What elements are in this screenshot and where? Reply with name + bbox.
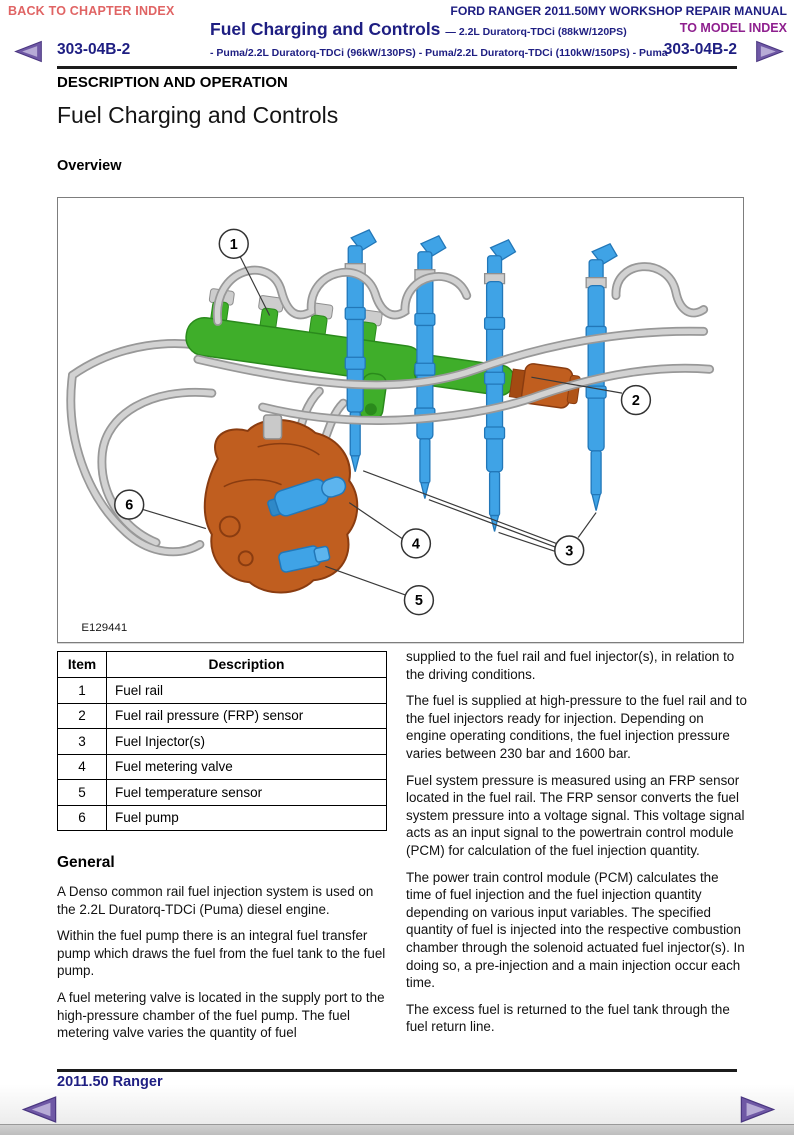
callout-2: 2 (632, 393, 640, 409)
footer-rule (57, 1069, 737, 1072)
paragraph: A Denso common rail fuel injection syste… (57, 884, 374, 917)
item-description: Fuel metering valve (106, 753, 387, 780)
callout-1: 1 (230, 237, 238, 253)
table-row: 1 Fuel rail (57, 677, 387, 704)
item-number: 3 (57, 728, 107, 755)
item-number: 1 (57, 677, 107, 704)
paragraph: Within the fuel pump there is an integra… (57, 928, 386, 979)
paragraph: A fuel metering valve is located in the … (57, 989, 385, 1041)
parts-table: Item Description 1 Fuel rail 2 Fuel rail… (57, 651, 387, 831)
callout-3: 3 (565, 543, 573, 559)
left-column: A Denso common rail fuel injection syste… (57, 883, 391, 1051)
manual-title: FORD RANGER 2011.50MY WORKSHOP REPAIR MA… (450, 4, 787, 18)
right-column: supplied to the fuel rail and fuel injec… (406, 648, 747, 1045)
callout-circles: 1 2 3 4 5 6 (114, 228, 652, 616)
footer-model-year: 2011.50 Ranger (57, 1074, 163, 1090)
next-page-arrow-icon[interactable] (755, 40, 785, 63)
section-title-row: Fuel Charging and Controls — 2.2L Durato… (210, 19, 627, 40)
table-header-item: Item (57, 651, 107, 678)
callout-6: 6 (125, 498, 133, 514)
fuel-pipes-over (193, 262, 715, 425)
fuel-metering-valve-shape (267, 476, 347, 517)
page-code-left: 303-04B-2 (57, 41, 131, 58)
prev-page-arrow-bottom-icon[interactable] (18, 1096, 60, 1123)
next-page-arrow-bottom-icon[interactable] (737, 1096, 779, 1123)
back-to-chapter-index-link[interactable]: BACK TO CHAPTER INDEX (8, 4, 175, 18)
page-title: Fuel Charging and Controls (57, 102, 339, 128)
callout-4: 4 (412, 536, 420, 552)
general-heading: General (57, 854, 115, 871)
figure-label: E129441 (81, 622, 127, 634)
fuel-system-diagram-svg: 1 2 3 4 5 6 E129441 (66, 228, 715, 634)
paragraph: Fuel system pressure is measured using a… (406, 772, 745, 858)
item-description: Fuel temperature sensor (106, 779, 387, 806)
section-subtitle-1: — 2.2L Duratorq-TDCi (88kW/120PS) (445, 26, 627, 38)
item-number: 4 (57, 753, 107, 780)
table-row: 5 Fuel temperature sensor (57, 779, 387, 806)
page-bottom-fade (0, 1058, 794, 1124)
to-model-index-link[interactable]: TO MODEL INDEX (679, 21, 787, 35)
paragraph: supplied to the fuel rail and fuel injec… (406, 649, 735, 682)
item-number: 6 (57, 804, 107, 831)
item-description: Fuel rail (106, 677, 387, 704)
overview-heading: Overview (57, 158, 122, 174)
section-subtitle-2: - Puma/2.2L Duratorq-TDCi (96kW/130PS) -… (210, 47, 668, 59)
fuel-temperature-sensor-shape (278, 545, 331, 573)
table-header-description: Description (106, 651, 387, 678)
description-and-operation-heading: DESCRIPTION AND OPERATION (57, 74, 288, 91)
fuel-system-diagram: 1 2 3 4 5 6 E129441 (57, 197, 744, 643)
page-code-right: 303-04B-2 (663, 41, 737, 58)
scrollbar-track[interactable] (0, 1124, 794, 1135)
table-row: 3 Fuel Injector(s) (57, 728, 387, 755)
item-description: Fuel rail pressure (FRP) sensor (106, 702, 387, 729)
item-description: Fuel pump (106, 804, 387, 831)
table-row: 6 Fuel pump (57, 804, 387, 831)
paragraph: The fuel is supplied at high-pressure to… (406, 693, 747, 761)
paragraph: The excess fuel is returned to the fuel … (406, 1001, 730, 1035)
header-rule (57, 66, 737, 69)
paragraph: The power train control module (PCM) cal… (406, 869, 745, 991)
table-row: 2 Fuel rail pressure (FRP) sensor (57, 702, 387, 729)
callout-5: 5 (415, 593, 423, 609)
item-number: 2 (57, 702, 107, 729)
section-title: Fuel Charging and Controls (210, 19, 441, 39)
item-number: 5 (57, 779, 107, 806)
table-row: 4 Fuel metering valve (57, 753, 387, 780)
callout-lines (142, 255, 623, 596)
item-description: Fuel Injector(s) (106, 728, 387, 755)
prev-page-arrow-icon[interactable] (13, 40, 43, 63)
